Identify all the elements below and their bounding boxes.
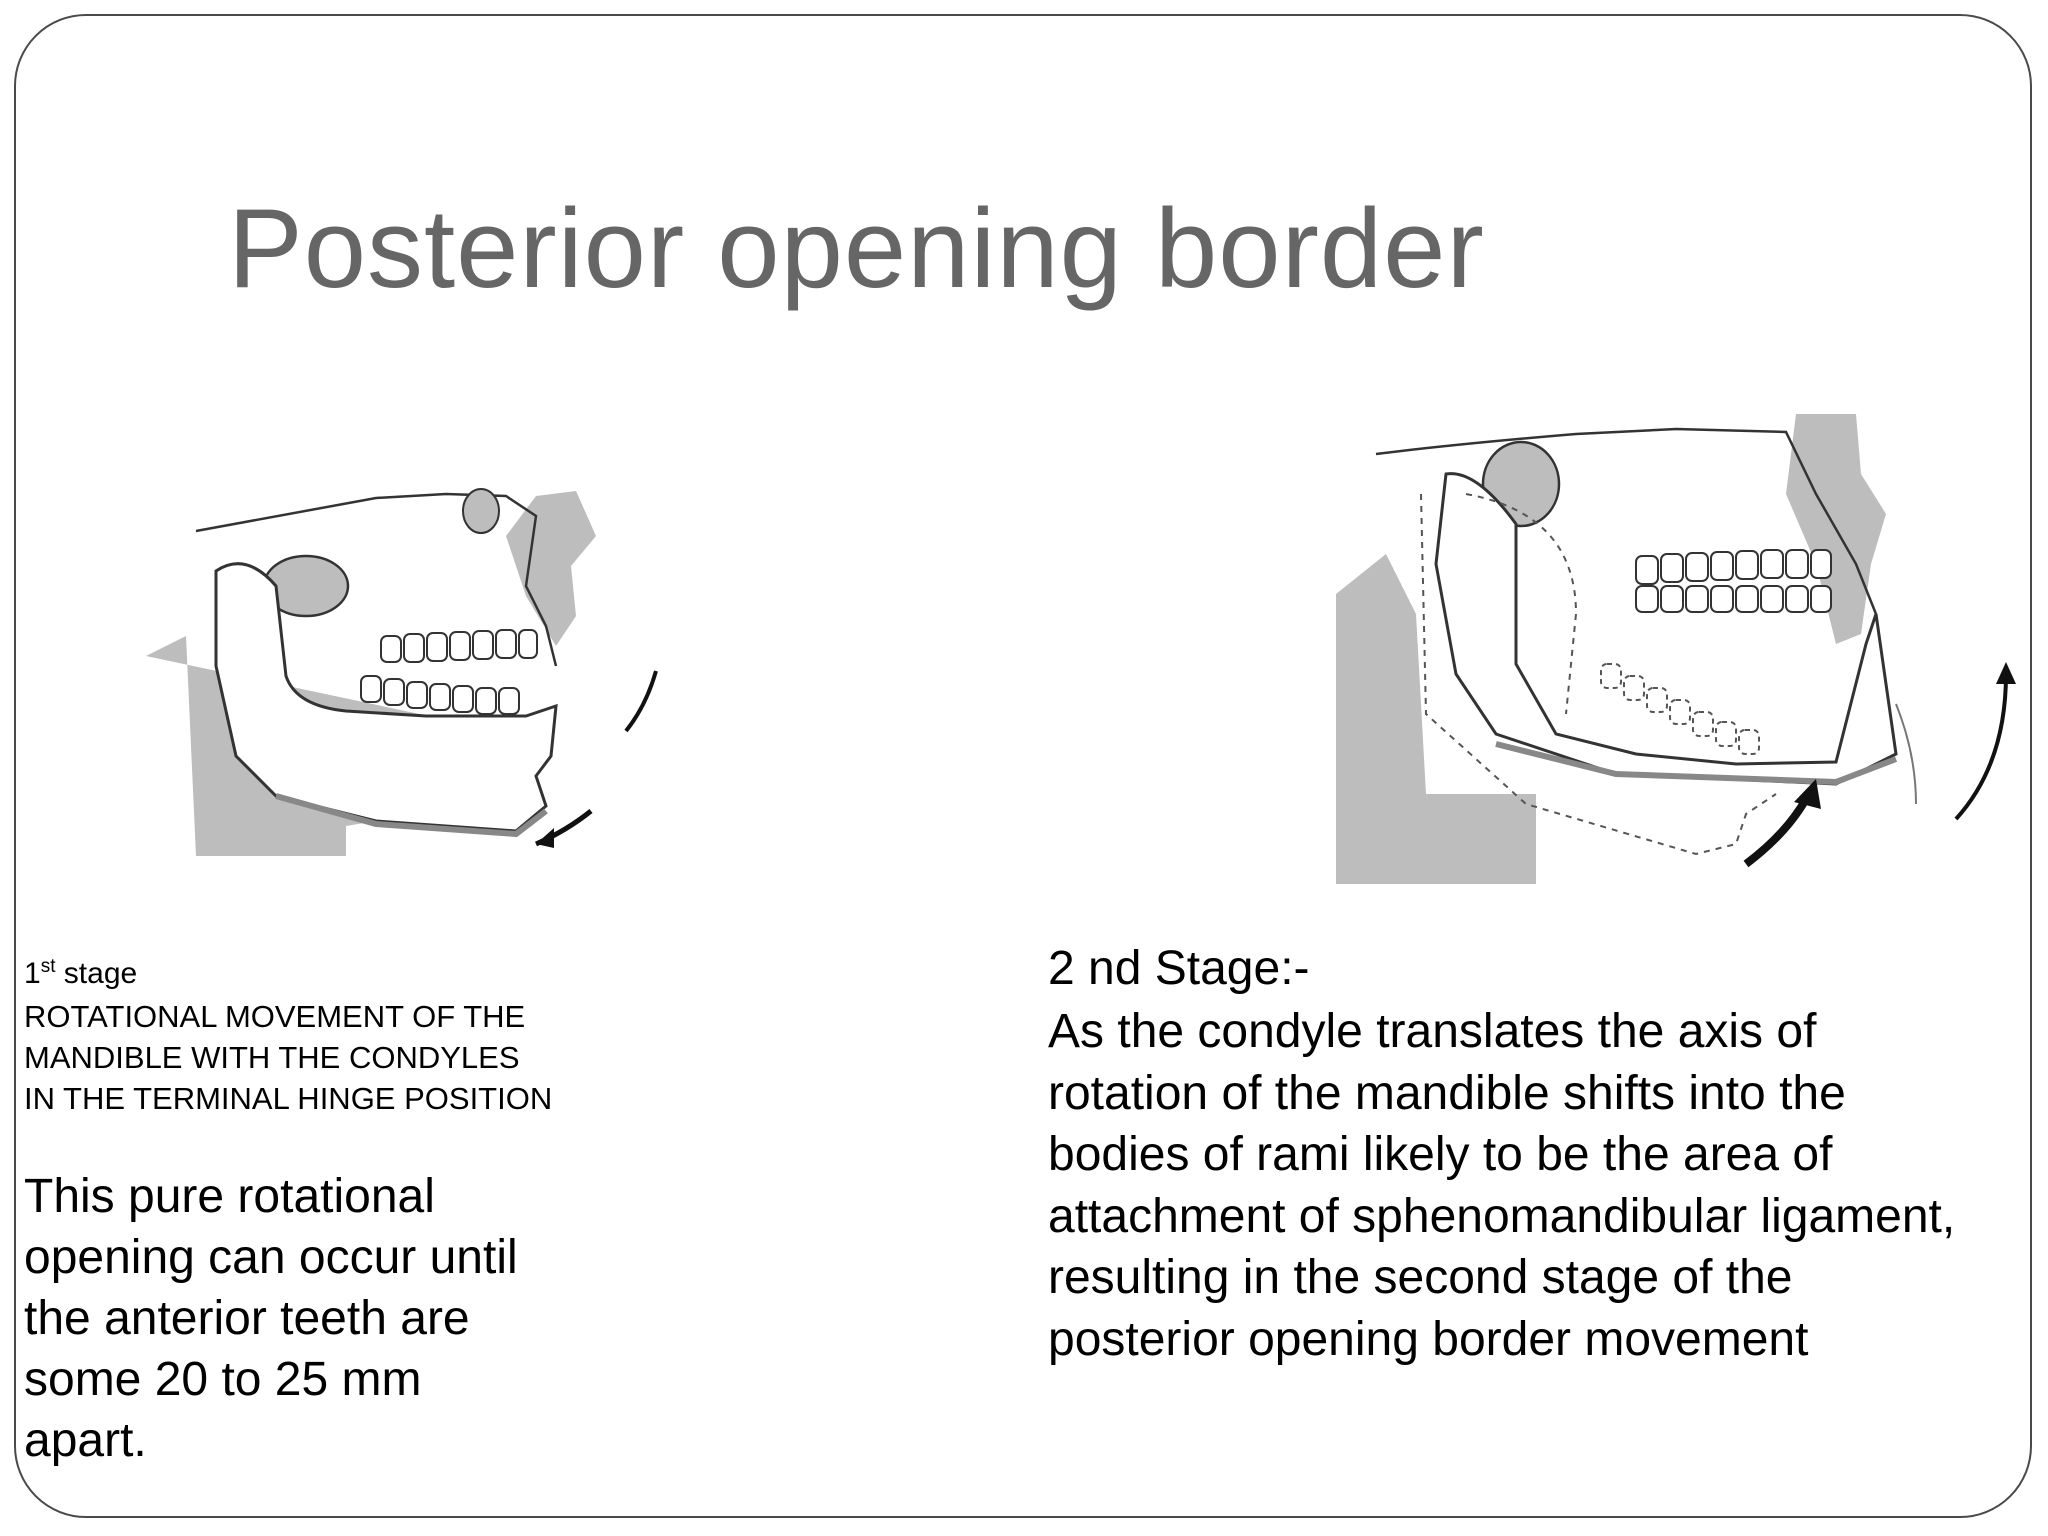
stage2-body-line: posterior opening border movement [1048,1312,1809,1366]
dashed-outline-2 [1465,493,1578,715]
stage2-body-line: resulting in the second stage of the [1048,1251,1793,1304]
rotation-arrowhead [536,828,554,848]
dashed-outline [1420,493,1777,856]
stage1-caption: ROTATIONAL MOVEMENT OF THE MANDIBLE WITH… [24,996,644,1119]
stage1-body-line: the anterior teeth are [24,1292,470,1345]
opening-arc [1954,673,2008,821]
upper-teeth [380,629,538,663]
nose-shade [506,491,596,646]
translation-arrowhead [1794,779,1821,809]
mandible-border [275,793,548,838]
stage1-heading-suffix: st [40,956,56,977]
stage1-caption-line: MANDIBLE WITH THE CONDYLES [24,1040,520,1075]
stage1-caption-line: IN THE TERMINAL HINGE POSITION [24,1081,553,1116]
skull-outline [1375,427,1878,615]
stage1-body-line: some 20 to 25 mm [24,1353,422,1406]
stage2-body-line: attachment of sphenomandibular ligament, [1048,1189,1956,1243]
translation-arrow [1743,797,1810,868]
stage2-heading: 2 nd Stage:- [1048,942,1310,995]
stage2-body-line: rotation of the mandible shifts into the [1048,1066,1846,1120]
stage1-heading-number: 1 [24,957,41,990]
orbit [462,488,500,534]
stage1-heading-word: stage [55,957,138,990]
stage1-body-line: This pure rotational [24,1170,435,1223]
mandible-border [1495,741,1898,786]
stage1-heading: 1st stage [24,956,137,991]
lower-teeth-dashed [1600,663,1760,755]
stage2-body-line: As the condyle translates the axis of [1048,1005,1817,1058]
opening-arrowhead [1996,662,2016,684]
neck-shade [1336,554,1536,884]
opening-arc-faint [1895,703,1917,805]
upper-teeth [1635,549,1832,585]
stage2-illustration [1336,414,2016,884]
stage1-body-line: opening can occur until [24,1231,518,1284]
lower-teeth [360,675,520,715]
stage1-caption-line: ROTATIONAL MOVEMENT OF THE [24,999,526,1034]
slide: Posterior opening border [14,14,2032,1518]
skull-outline [195,492,558,667]
stage2-body-line: bodies of rami likely to be the area of [1048,1128,1833,1181]
rotation-arc [624,670,658,733]
mandible [214,562,558,833]
stage2-body: As the condyle translates the axis of ro… [1048,1001,2028,1370]
upper-teeth-row2 [1635,585,1832,613]
slide-title: Posterior opening border [228,186,1485,311]
stage1-body: This pure rotational opening can occur u… [24,1166,584,1471]
stage1-illustration [146,488,658,856]
stage1-body-line: apart. [24,1414,147,1467]
